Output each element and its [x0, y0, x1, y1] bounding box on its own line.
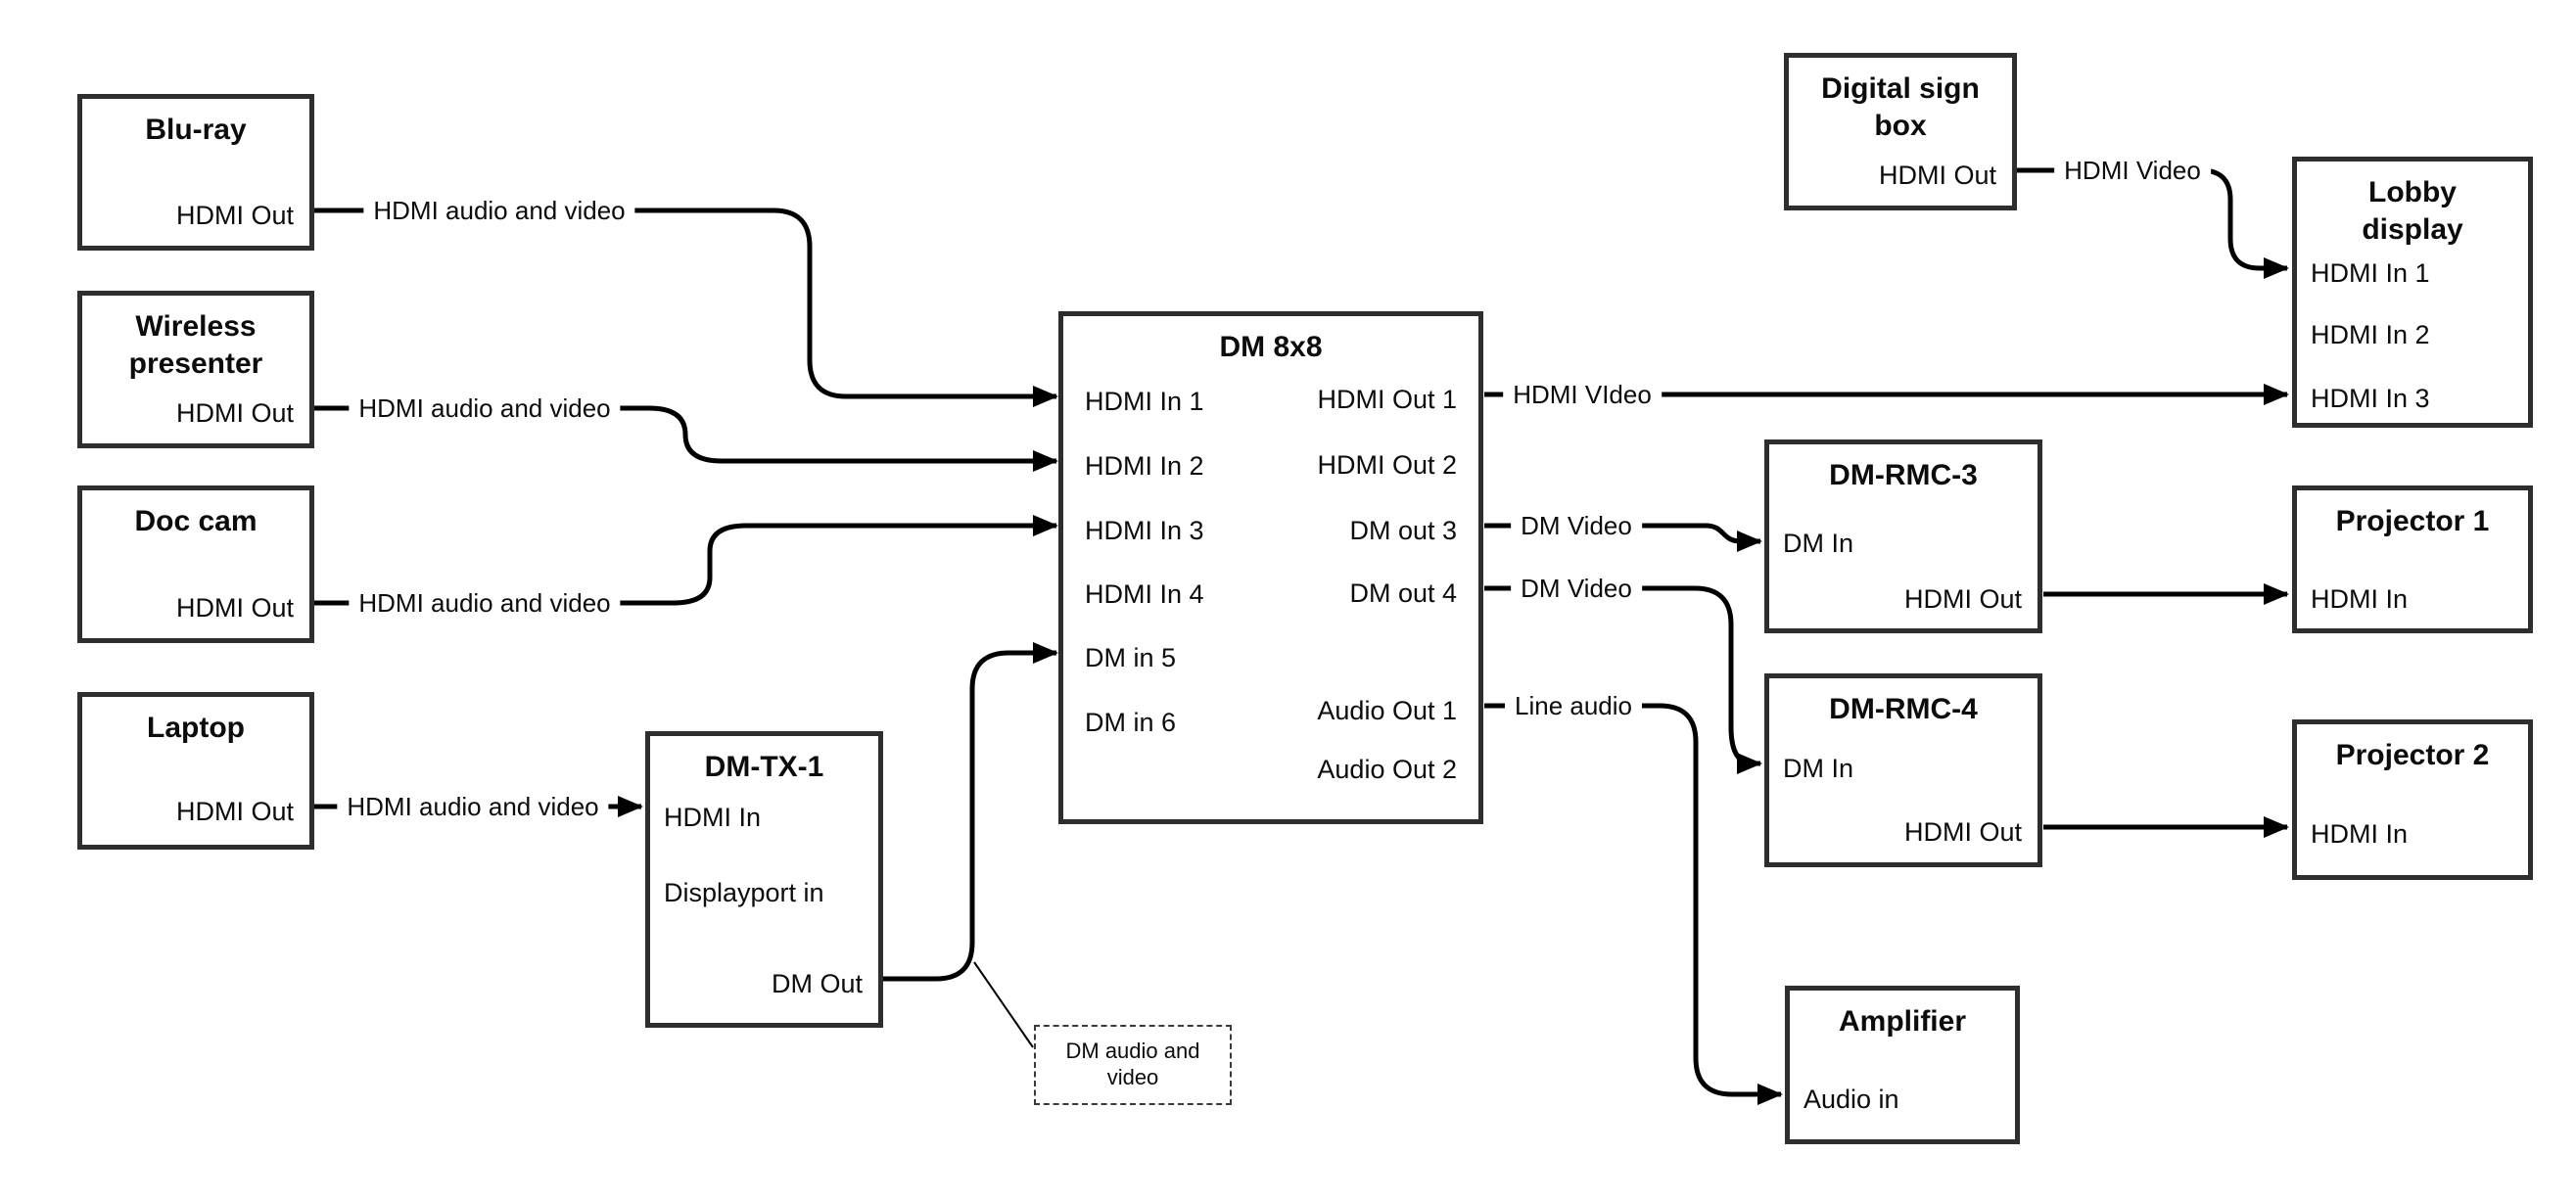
port-hdmi-out: HDMI Out [1878, 161, 1996, 190]
port-hdmi-in-1: HDMI In 1 [1085, 387, 1204, 416]
port-hdmi-out: HDMI Out [175, 398, 294, 428]
port-hdmi-in-3: HDMI In 3 [1085, 516, 1204, 545]
box-title: Projector 1 [2335, 505, 2490, 537]
device-box-digital-sign: Digital sign box HDMI Out [1784, 53, 2017, 210]
wire-label-hdmi-av-doccam: HDMI audio and video [349, 587, 621, 619]
device-box-amplifier: Amplifier Audio in [1785, 986, 2020, 1144]
box-title: DM 8x8 [1219, 331, 1323, 363]
port-audio-in: Audio in [1803, 1085, 1899, 1114]
annotation-note-dm-audio-video: DM audio and video [1034, 1025, 1232, 1105]
port-dm-in: DM In [1783, 529, 1854, 558]
wire-label-hdmi-video-out1: HDMI VIdeo [1503, 379, 1662, 410]
port-hdmi-out: HDMI Out [1903, 584, 2022, 614]
wire-label-dm-video-out3: DM Video [1511, 510, 1642, 541]
wire-dmtx1-to-dm8x8-in5 [882, 642, 1058, 982]
port-hdmi-in: HDMI In [664, 803, 762, 832]
device-box-bluray: Blu-ray HDMI Out [77, 94, 314, 251]
port-hdmi-out: HDMI Out [175, 797, 294, 826]
port-hdmi-out: HDMI Out [175, 201, 294, 230]
wire-bluray-to-dm8x8-in1 [314, 208, 1058, 407]
device-box-lobby-display: Lobby display HDMI In 1 HDMI In 2 HDMI I… [2292, 157, 2533, 428]
wire-dm8x8-audio1-to-amplifier [1484, 703, 1783, 1105]
wire-label-dm-video-out4: DM Video [1511, 573, 1642, 604]
port-dm-in-6: DM in 6 [1085, 708, 1177, 737]
device-box-projector-2: Projector 2 HDMI In [2292, 719, 2533, 880]
port-displayport-in: Displayport in [664, 878, 824, 907]
box-title: Blu-ray [145, 114, 247, 146]
box-title: Doc cam [134, 505, 258, 537]
box-title: DM-TX-1 [704, 751, 824, 783]
port-hdmi-out-2: HDMI Out 2 [1317, 450, 1457, 480]
device-box-projector-1: Projector 1 HDMI In [2292, 485, 2533, 633]
wire-label-hdmi-video-sign: HDMI Video [2054, 155, 2211, 186]
port-hdmi-in: HDMI In [2311, 584, 2409, 614]
box-title: Laptop [147, 712, 245, 744]
device-box-dm-tx-1: DM-TX-1 HDMI In Displayport in DM Out [645, 731, 883, 1028]
box-title: Projector 2 [2335, 739, 2490, 771]
wire-digitalsign-to-lobby-in1 [2015, 167, 2289, 279]
device-box-dm-rmc-4: DM-RMC-4 DM In HDMI Out [1764, 673, 2042, 867]
box-title: Lobby display [2362, 176, 2463, 246]
port-hdmi-out: HDMI Out [175, 593, 294, 623]
device-box-wireless-presenter: Wireless presenter HDMI Out [77, 291, 314, 448]
wire-wireless-to-dm8x8-in2 [314, 405, 1058, 472]
box-title: Amplifier [1838, 1005, 1967, 1038]
wire-label-hdmi-av-laptop: HDMI audio and video [337, 791, 609, 822]
device-box-dm-8x8: DM 8x8 HDMI In 1 HDMI In 2 HDMI In 3 HDM… [1058, 311, 1483, 824]
box-title: DM-RMC-4 [1829, 693, 1978, 725]
box-title: Wireless presenter [128, 310, 263, 380]
wire-label-hdmi-av-bluray: HDMI audio and video [363, 195, 635, 226]
port-hdmi-in-4: HDMI In 4 [1085, 579, 1204, 609]
port-hdmi-in: HDMI In [2311, 819, 2409, 849]
port-audio-out-2: Audio Out 2 [1317, 755, 1457, 784]
wire-dm8x8-out3-to-rmc3 [1484, 523, 1762, 552]
wire-doccam-to-dm8x8-in3 [314, 515, 1058, 606]
wire-dm8x8-out4-to-rmc4 [1484, 585, 1762, 774]
device-box-dm-rmc-3: DM-RMC-3 DM In HDMI Out [1764, 439, 2042, 633]
device-box-laptop: Laptop HDMI Out [77, 692, 314, 850]
port-hdmi-in-2: HDMI In 2 [1085, 451, 1204, 481]
device-box-doc-cam: Doc cam HDMI Out [77, 485, 314, 643]
wire-label-line-audio: Line audio [1505, 690, 1642, 721]
port-dm-out-3: DM out 3 [1349, 516, 1457, 545]
port-dm-out: DM Out [771, 969, 863, 998]
port-hdmi-in-3: HDMI In 3 [2311, 384, 2430, 413]
port-hdmi-in-2: HDMI In 2 [2311, 320, 2430, 349]
port-audio-out-1: Audio Out 1 [1317, 696, 1457, 725]
port-dm-in-5: DM in 5 [1085, 643, 1177, 672]
port-hdmi-out: HDMI Out [1903, 817, 2022, 847]
port-hdmi-out-1: HDMI Out 1 [1317, 385, 1457, 414]
wire-label-hdmi-av-wireless: HDMI audio and video [349, 393, 621, 424]
port-dm-out-4: DM out 4 [1349, 578, 1457, 608]
port-hdmi-in-1: HDMI In 1 [2311, 258, 2430, 288]
box-title: Digital sign box [1821, 72, 1980, 142]
note-callout-line [973, 961, 1034, 1048]
box-title: DM-RMC-3 [1829, 459, 1978, 491]
port-dm-in: DM In [1783, 754, 1854, 783]
